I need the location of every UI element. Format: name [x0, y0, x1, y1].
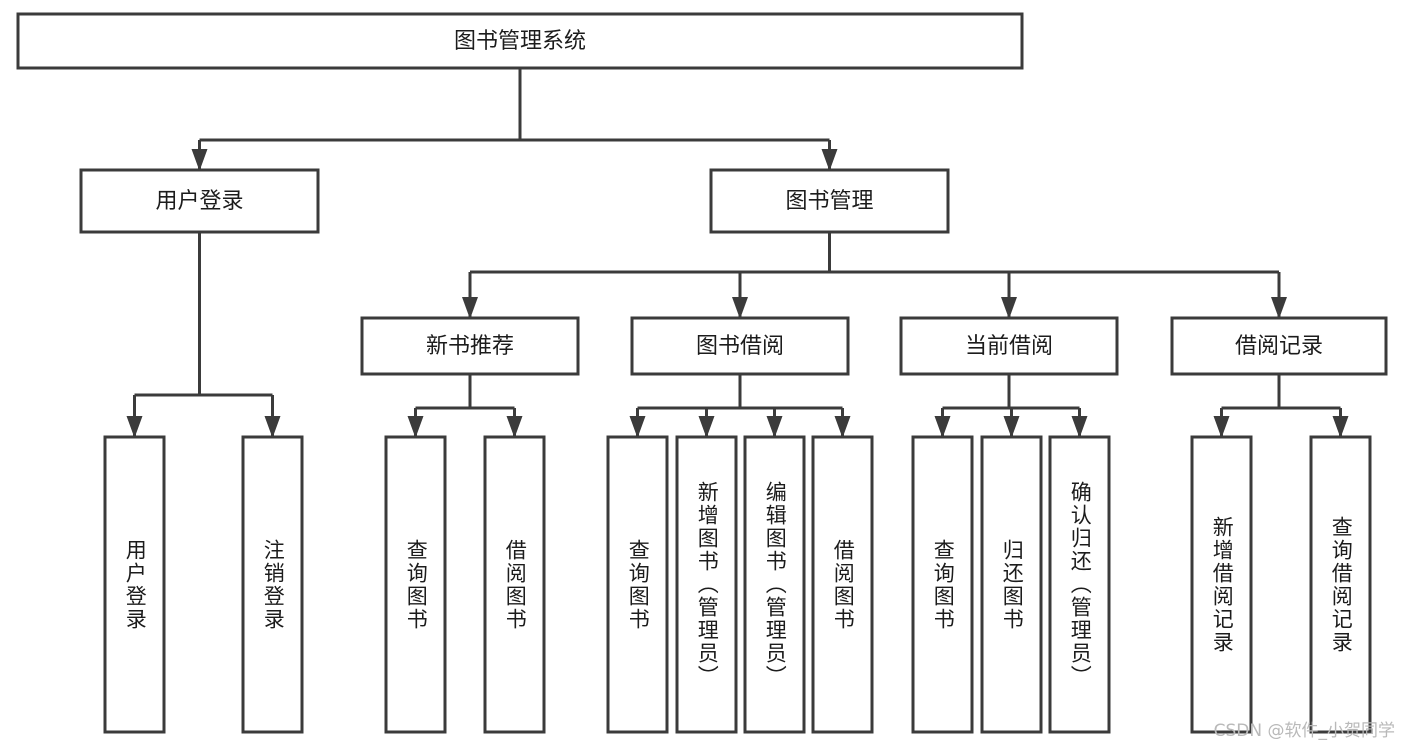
node-root-label: 图书管理系统 [454, 29, 586, 54]
node-level3-3-label: 借阅记录 [1235, 334, 1323, 359]
node-level3-1-label: 图书借阅 [696, 334, 784, 359]
arrow-head-icon [1271, 297, 1287, 319]
arrow-head-icon [264, 416, 281, 438]
node-leaf-3-box[interactable] [483, 435, 546, 734]
arrow-head-icon [732, 297, 748, 319]
node-level2-1-box[interactable] [709, 168, 950, 234]
node-level2-0-box[interactable] [79, 168, 320, 234]
arrow-head-icon [934, 416, 951, 438]
arrow-head-icon [407, 416, 424, 438]
node-leaf-5-box[interactable] [675, 435, 738, 734]
node-leaf-12-box[interactable] [1309, 435, 1372, 734]
arrow-head-icon [821, 149, 838, 171]
arrow-head-icon [766, 416, 783, 438]
node-leaf-4-box[interactable] [606, 435, 669, 734]
arrow-head-icon [191, 149, 208, 171]
arrow-head-icon [834, 416, 851, 438]
boxes-layer [16, 12, 1388, 734]
node-leaf-11-box[interactable] [1190, 435, 1253, 734]
node-leaf-6-box[interactable] [743, 435, 806, 734]
node-level3-0-label: 新书推荐 [426, 334, 514, 359]
node-leaf-2-box[interactable] [384, 435, 447, 734]
node-leaf-1-box[interactable] [241, 435, 304, 734]
node-level3-0-box[interactable] [360, 316, 580, 376]
watermark-text: CSDN @软件_小贺同学 [1213, 721, 1395, 741]
arrow-head-icon [506, 416, 523, 438]
node-leaf-7-box[interactable] [811, 435, 874, 734]
node-level2-1-label: 图书管理 [785, 189, 873, 214]
arrow-head-icon [698, 416, 715, 438]
connectors-layer [126, 68, 1349, 438]
arrow-head-icon [1003, 416, 1020, 438]
node-leaf-9-box[interactable] [980, 435, 1043, 734]
node-level3-2-box[interactable] [899, 316, 1119, 376]
arrow-head-icon [462, 297, 478, 319]
node-level3-1-box[interactable] [630, 316, 850, 376]
node-leaf-8-box[interactable] [911, 435, 974, 734]
arrow-head-icon [1332, 416, 1349, 438]
arrow-head-icon [1071, 416, 1088, 438]
arrow-head-icon [126, 416, 143, 438]
arrow-head-icon [1001, 297, 1017, 319]
node-level2-0-label: 用户登录 [155, 189, 243, 214]
node-level3-2-label: 当前借阅 [965, 334, 1053, 359]
arrow-head-icon [629, 416, 646, 438]
node-level3-3-box[interactable] [1170, 316, 1388, 376]
node-leaf-0-box[interactable] [103, 435, 166, 734]
node-leaf-10-box[interactable] [1048, 435, 1111, 734]
arrow-head-icon [1213, 416, 1230, 438]
node-root-box[interactable] [16, 12, 1024, 70]
